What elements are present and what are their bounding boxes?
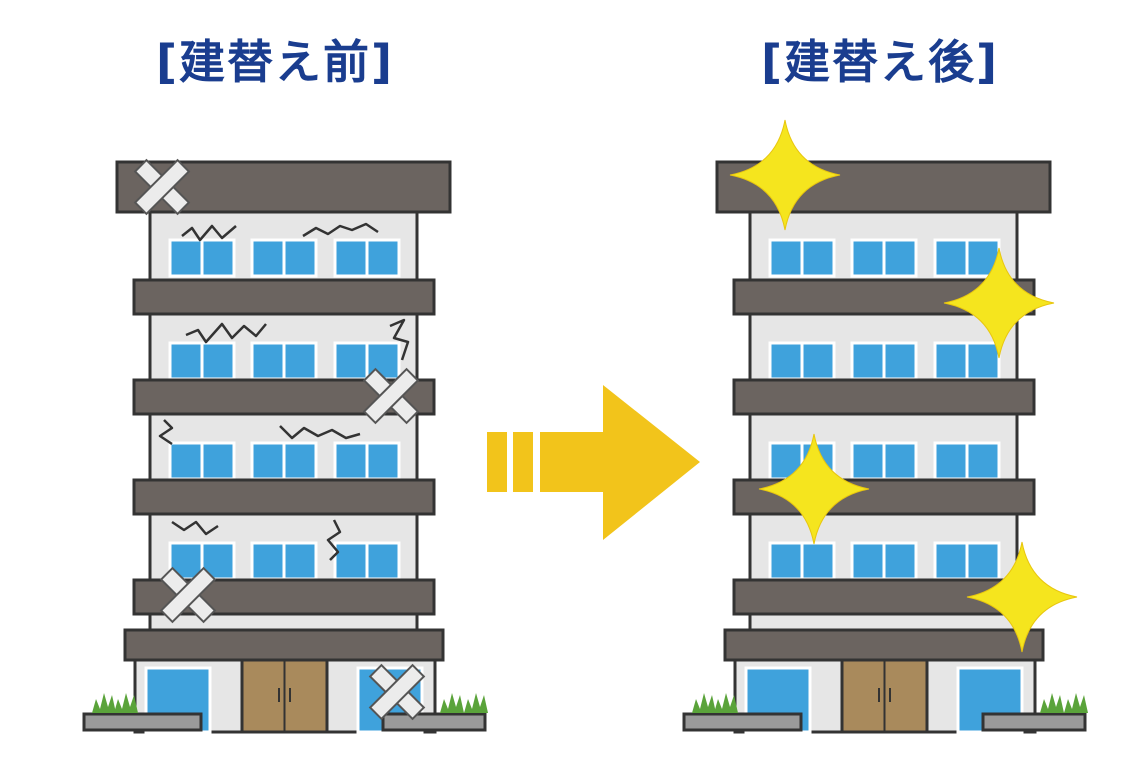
crack-icon [181,224,237,242]
building-before [82,160,488,734]
crack-icon [171,520,219,536]
grass-tuft [714,693,738,713]
entrance-slab [723,628,1045,662]
cross-tape-icon [159,566,217,624]
cross-tape-icon [362,367,420,425]
grass-tuft [114,693,138,713]
grass-tuft [92,693,116,713]
entrance-slab [123,628,445,662]
balcony-slab [732,378,1036,416]
cross-tape-icon [368,663,426,721]
crack-icon [326,519,342,561]
balcony-slab [132,278,436,316]
grass-tuft [464,693,488,713]
grass-tuft [692,693,716,713]
planter [682,712,803,732]
crack-icon [389,318,410,361]
sparkle-icon [966,541,1078,653]
planter [82,712,203,732]
tape-strip [159,566,217,624]
grass-tuft [1064,693,1088,713]
arrow-bar [487,432,507,492]
before-title: [建替え前] [155,35,395,89]
sparkle-icon [943,247,1055,359]
sparkle-icon [729,119,841,231]
after-title: [建替え後] [760,35,1000,89]
balcony-slab [132,478,436,516]
crack-icon [302,222,379,238]
sparkle-decor [729,119,1078,653]
cross-tape-icon [133,158,191,216]
arrow-head [540,385,700,540]
tape-strip [368,663,426,721]
crack-icon [185,322,267,344]
tape-strip [362,367,420,425]
crack-icon [279,425,361,440]
damage-decor [133,158,426,721]
grass-tuft [1040,693,1064,713]
planter [381,712,487,732]
sparkle-icon [758,433,870,545]
tape-strip [133,158,191,216]
building-after [682,160,1088,734]
right-arrow-icon [487,385,700,540]
planter [981,712,1087,732]
crack-icon [158,419,174,446]
arrow-bar [513,432,533,492]
grass-tuft [440,693,464,713]
